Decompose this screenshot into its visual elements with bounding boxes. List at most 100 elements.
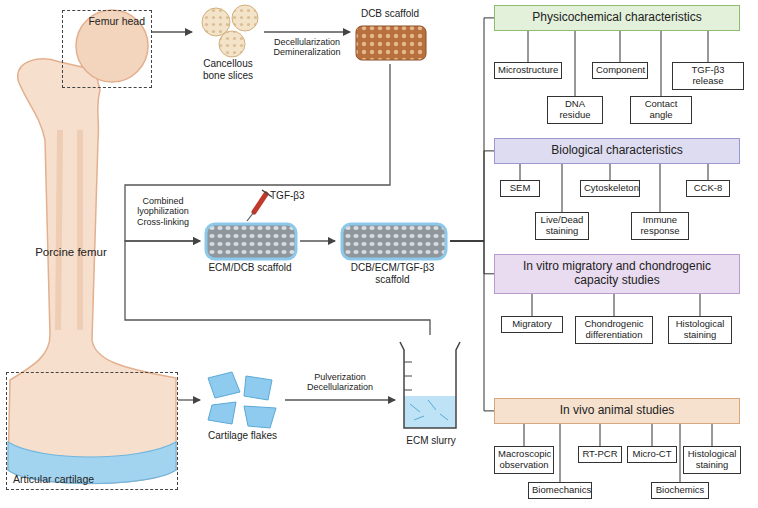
text-label: Porcine femur: [28, 246, 114, 259]
category-box: Biological characteristics: [494, 138, 740, 164]
method-box: Cytoskeleton: [580, 180, 640, 197]
illustration-caption: DCB/ECM/TGF-β3 scaffold: [335, 222, 450, 285]
tree-line: [562, 164, 563, 212]
node-text: SEM: [504, 183, 536, 194]
node-text: Micro-CT: [631, 449, 673, 460]
tree-line: [520, 164, 521, 180]
method-box: Biochemics: [651, 482, 709, 499]
bone-slices: [202, 5, 258, 57]
edge-label: Decellularization Demineralization: [266, 37, 348, 58]
cartilage-flakes-part: [244, 406, 276, 428]
illustration-caption: ECM/DCB scaffold: [200, 222, 300, 274]
node-text: Biomechanics: [532, 485, 588, 496]
ecm-dcb-scaffold-image-part: [206, 224, 296, 259]
syringe: [247, 190, 272, 221]
category-box: In vitro migratory and chondrogenic capa…: [494, 254, 740, 294]
method-box: RT-PCR: [578, 446, 622, 463]
node-text: Cancellous bone slices: [192, 58, 264, 81]
method-box: DNA residue: [547, 96, 603, 124]
category-box: Physicochemical characteristics: [494, 5, 740, 31]
node-text: DNA residue: [551, 99, 599, 121]
node-text: Histological staining: [672, 319, 728, 341]
tree-line: [450, 151, 494, 241]
method-box: Histological staining: [668, 316, 732, 344]
edge-label: Combined lyophilization Cross-linking: [128, 196, 198, 227]
method-box: SEM: [500, 180, 540, 197]
node-text: Microstructure: [498, 65, 558, 76]
node-text: Physicochemical characteristics: [501, 11, 733, 25]
node-text: Component: [596, 65, 644, 76]
bone-slices-part: [232, 5, 258, 31]
node-text: Migratory: [505, 319, 559, 330]
beaker-part: [404, 396, 456, 428]
illustration-caption: Cartilage flakes: [200, 368, 285, 442]
method-box: Biomechanics: [528, 482, 592, 499]
node-text: Immune response: [635, 215, 685, 237]
ecm-dcb-scaffold-image-part: [342, 224, 446, 259]
bone-slices-part: [202, 8, 230, 36]
node-text: Chondrogenic differentiation: [579, 319, 649, 341]
femur-bone-part: [8, 59, 176, 483]
cartilage-flakes-part: [208, 402, 236, 424]
dcb-scaffold-image: [356, 26, 426, 60]
femur-bone: [8, 10, 176, 484]
tree-line: [652, 424, 653, 446]
illustration-caption: ECM slurry: [395, 335, 467, 447]
cartilage-flakes-part: [208, 372, 240, 398]
node-text: Articular cartilage: [13, 473, 171, 485]
tree-line: [708, 164, 709, 180]
node-text: DCB scaffold: [350, 8, 430, 20]
tree-line: [620, 31, 621, 62]
method-box: Component: [592, 62, 648, 79]
category-box: In vivo animal studies: [494, 398, 740, 424]
flow-arrow: [178, 399, 200, 400]
tree-line: [524, 424, 525, 446]
method-box: Immune response: [631, 212, 689, 240]
tree-line: [450, 18, 494, 241]
cartilage-flakes: [208, 372, 276, 428]
tree-line: [661, 31, 662, 96]
beaker-part: [410, 400, 448, 420]
node-text: In vitro migratory and chondrogenic capa…: [501, 260, 733, 288]
method-box: Micro-CT: [627, 446, 677, 463]
beaker-part: [404, 362, 412, 390]
node-text: Cartilage flakes: [200, 430, 285, 442]
beaker-part: [404, 350, 456, 400]
tree-line: [575, 31, 576, 96]
tree-line: [600, 424, 601, 446]
femur-bone-part: [58, 130, 80, 330]
beaker-part: [400, 342, 460, 428]
tree-line: [450, 241, 494, 274]
syringe-part: [254, 194, 266, 212]
illustration-caption: Cancellous bone slices: [192, 6, 264, 81]
node-text: RT-PCR: [582, 449, 618, 460]
node-text: DCB/ECM/TGF-β3 scaffold: [335, 262, 450, 285]
node-text: Contact angle: [634, 99, 688, 121]
illustration-caption: DCB scaffold: [350, 8, 430, 64]
node-text: TGF-β3 release: [676, 65, 740, 87]
flow-arrow: [300, 240, 335, 241]
bone-slices-part: [219, 31, 245, 57]
tree-line: [532, 294, 533, 316]
method-box: Histological staining: [683, 446, 741, 474]
method-box: Contact angle: [630, 96, 692, 124]
method-box: CCK-8: [686, 180, 730, 197]
node-text: ECM slurry: [395, 435, 467, 447]
method-box: Microstructure: [494, 62, 562, 79]
method-box: Migratory: [501, 316, 563, 333]
tree-line: [700, 294, 701, 316]
method-box: Live/Dead staining: [535, 212, 589, 240]
flow-arrow: [125, 241, 430, 335]
node-text: Biological characteristics: [501, 144, 733, 158]
tree-line: [528, 31, 529, 62]
dashed-region: Femur head: [62, 10, 152, 88]
method-box: Macroscopic observation: [494, 446, 554, 474]
beaker: [400, 342, 460, 428]
cartilage-flakes-part: [244, 376, 272, 400]
tree-line: [660, 164, 661, 212]
method-box: TGF-β3 release: [672, 62, 744, 90]
tree-line: [450, 241, 494, 411]
tree-line: [614, 294, 615, 316]
syringe-part: [247, 212, 254, 221]
node-text: Femur head: [69, 15, 145, 27]
